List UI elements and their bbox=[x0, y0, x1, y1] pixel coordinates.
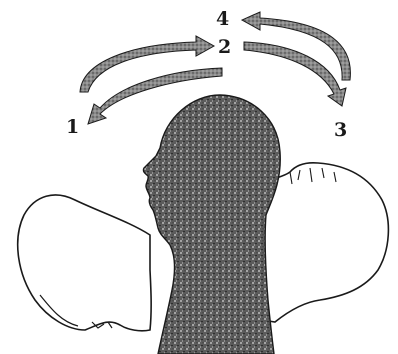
left-tilted-head-outline bbox=[18, 195, 151, 331]
position-label-4: 4 bbox=[216, 8, 229, 30]
right-tilted-head-outline bbox=[262, 163, 388, 322]
center-head-silhouette bbox=[143, 95, 280, 354]
position-label-1: 1 bbox=[66, 116, 79, 138]
arrow-to-position-3 bbox=[244, 42, 346, 106]
position-label-3: 3 bbox=[334, 119, 347, 141]
position-label-2: 2 bbox=[218, 36, 231, 58]
